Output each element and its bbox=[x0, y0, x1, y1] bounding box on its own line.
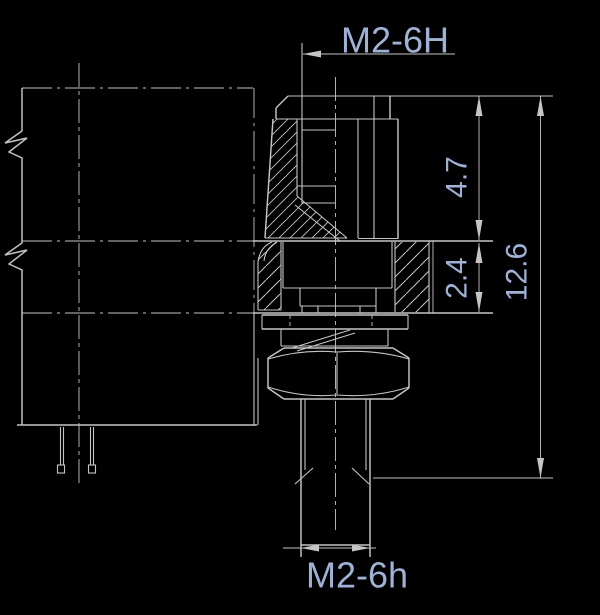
lock-washer-split-1 bbox=[291, 329, 351, 349]
thread-spec-top-label: M2-6H bbox=[341, 20, 449, 61]
thread-callout-arrow bbox=[303, 50, 321, 58]
panel-left-flare-curve bbox=[257, 241, 273, 310]
nut-top-chamfers bbox=[267, 347, 410, 359]
nut-top-face-arcs bbox=[267, 350, 410, 360]
clinch-ring-edges bbox=[301, 306, 377, 313]
left-body-break-edge bbox=[4, 88, 28, 425]
dim-arrow-down-1 bbox=[475, 220, 483, 240]
split-lock-washer bbox=[280, 329, 389, 352]
dimension-annotations: M2-6H 4.7 2.4 12.6 M2-6h bbox=[283, 20, 553, 596]
washer-hole-hidden-lines bbox=[289, 315, 373, 329]
shank-neck-walls bbox=[299, 288, 377, 306]
stud-dim-arrow-right bbox=[352, 544, 370, 552]
dim-text-overall-length: 12.6 bbox=[501, 243, 534, 301]
dim-arrow-up-2 bbox=[475, 243, 483, 263]
pin-leads bbox=[59, 427, 95, 465]
threaded-stud bbox=[294, 399, 371, 557]
hex-nut bbox=[267, 347, 410, 400]
dim-arrow-down-2 bbox=[475, 292, 483, 312]
thread-spec-bottom-label: M2-6h bbox=[306, 555, 408, 596]
thread-runout-right bbox=[351, 467, 370, 485]
thread-runout-left bbox=[294, 467, 314, 485]
washer-sides bbox=[261, 315, 409, 329]
dim-arrow-down-3 bbox=[537, 458, 544, 478]
nut-side-edges bbox=[267, 358, 410, 388]
threaded-insert-section bbox=[264, 43, 399, 242]
insert-wall-hatch bbox=[265, 119, 347, 238]
insert-flare-lower bbox=[294, 204, 341, 242]
insert-wall-outer bbox=[264, 118, 274, 239]
panel-right-hatch bbox=[395, 242, 429, 312]
lock-washer-sides bbox=[280, 329, 389, 346]
dim-text-insert-height: 4.7 bbox=[441, 156, 474, 198]
dim-text-panel-thickness: 2.4 bbox=[441, 257, 474, 299]
dim-arrow-up-1 bbox=[475, 96, 483, 116]
dim-arrow-up-3 bbox=[537, 96, 544, 116]
flat-washer bbox=[261, 314, 409, 330]
panel-section bbox=[253, 240, 493, 314]
shank-walls bbox=[282, 242, 393, 288]
nut-bottom-chamfers bbox=[267, 387, 410, 400]
nut-bottom-face-arcs bbox=[267, 386, 410, 397]
panel-left-flare-curve-inner bbox=[263, 241, 278, 262]
left-component-body bbox=[4, 63, 259, 487]
stud-dim-arrow-left bbox=[301, 544, 319, 552]
flange-chamfer bbox=[275, 95, 289, 109]
pin-tip-left bbox=[56, 464, 66, 474]
pin-tip-right bbox=[87, 464, 97, 474]
